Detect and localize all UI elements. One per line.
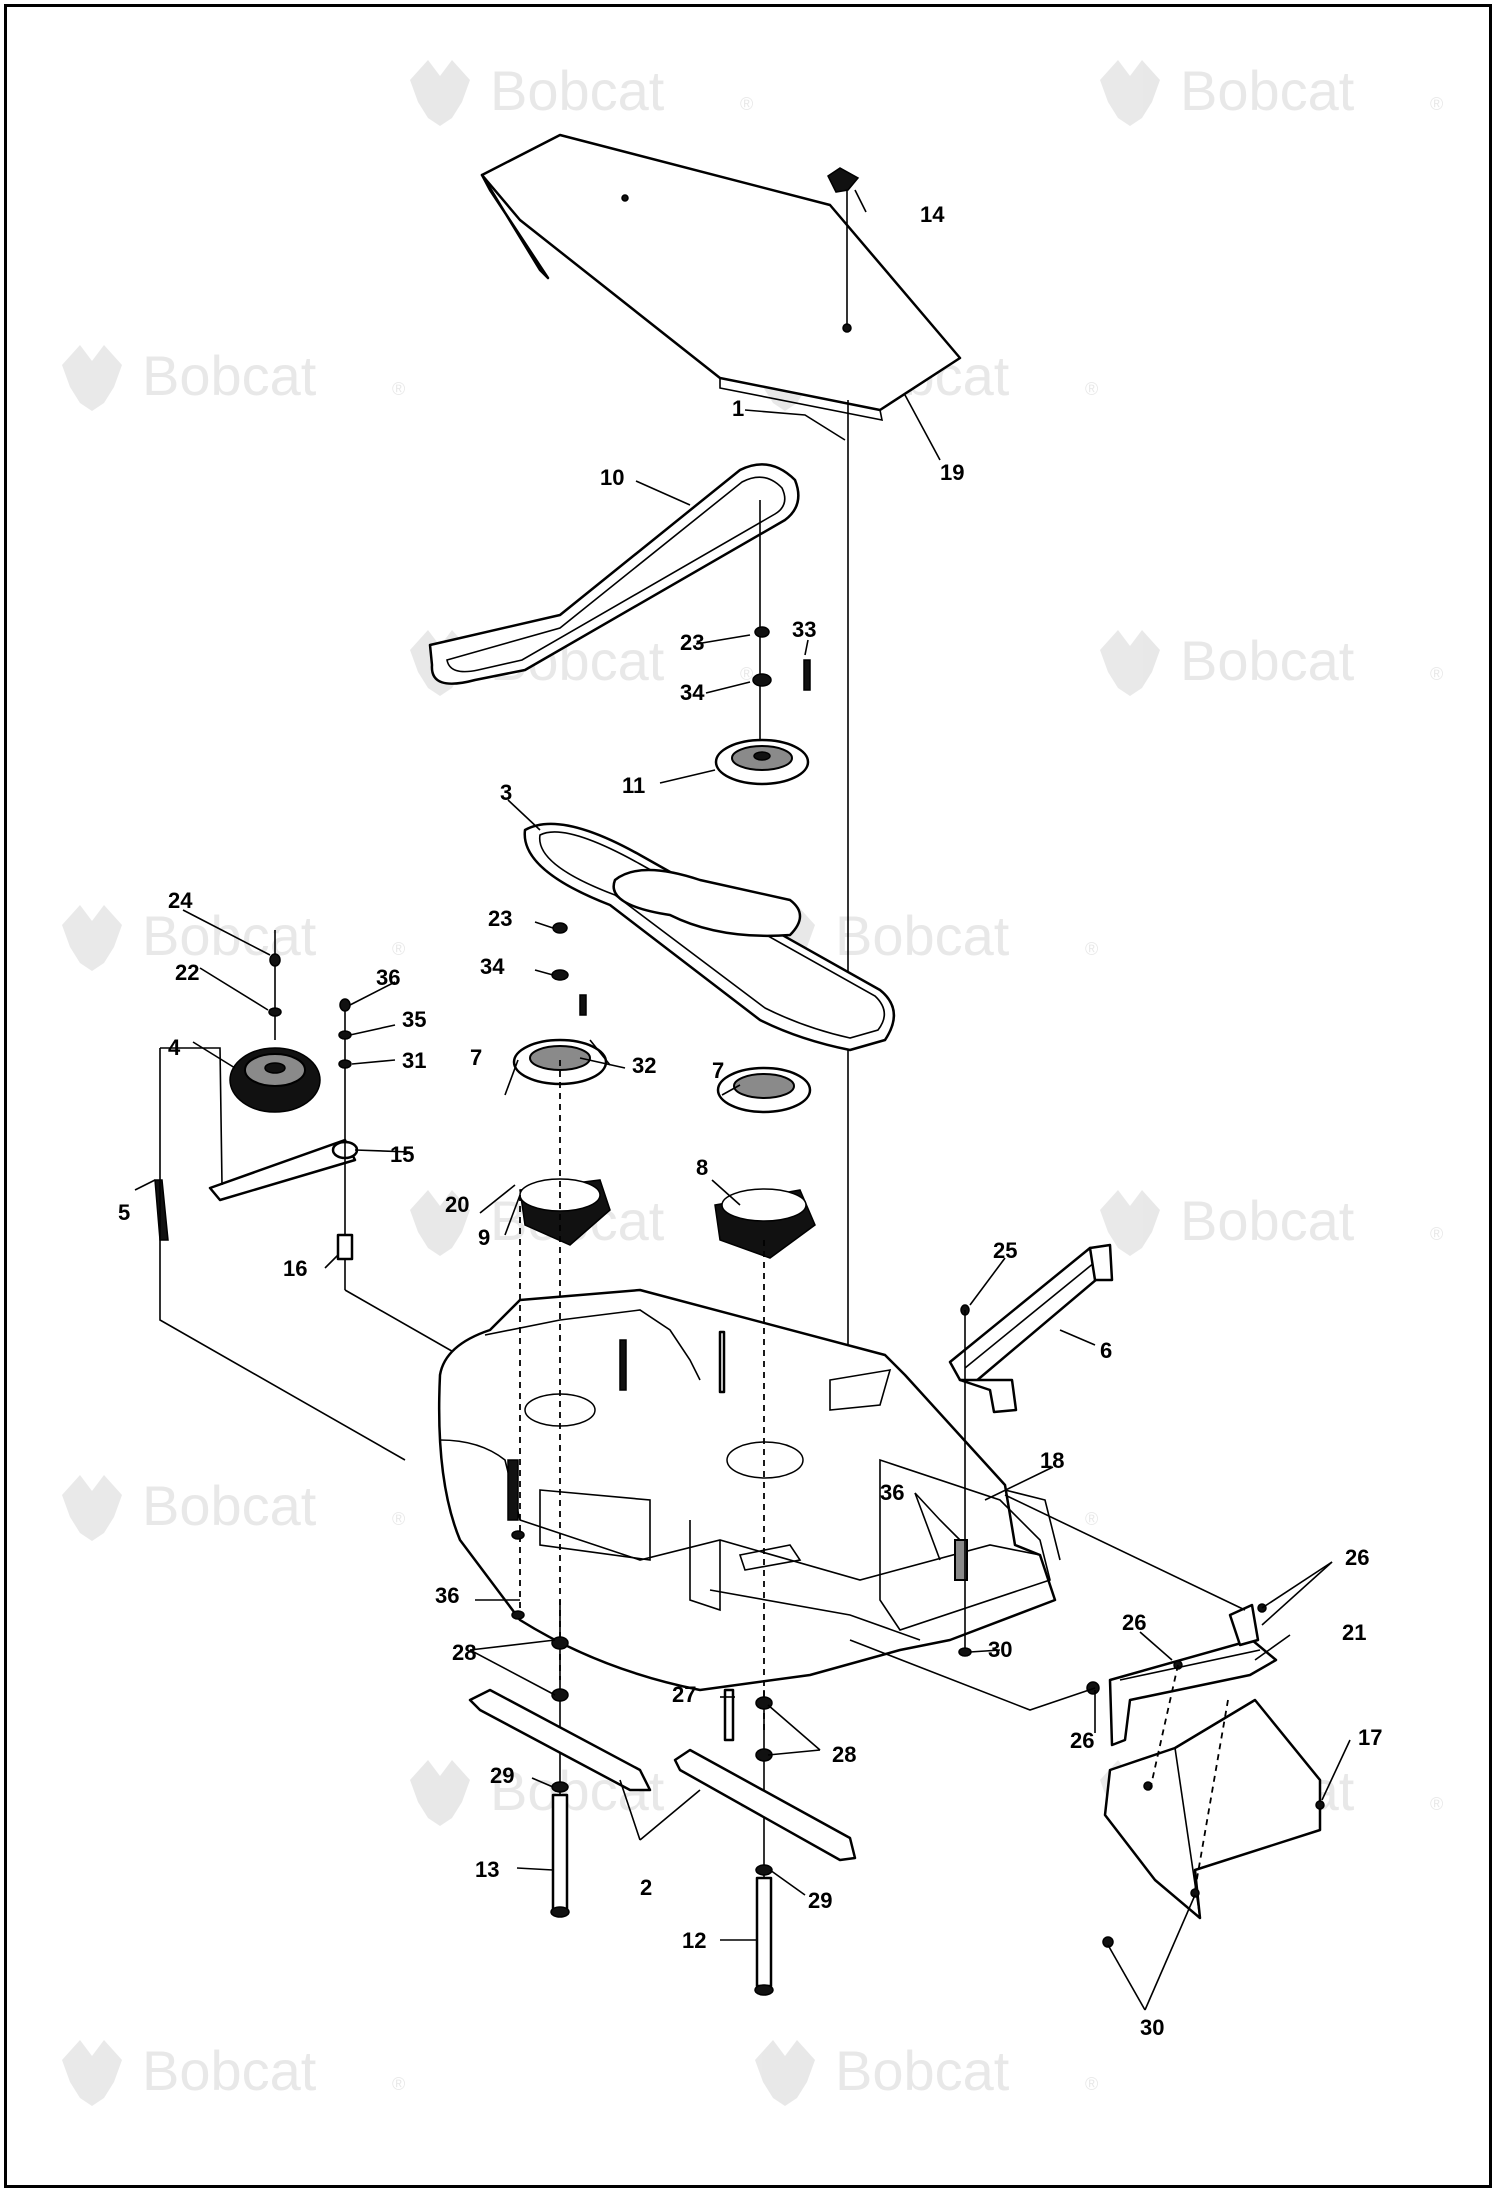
- callout-15: 15: [390, 1142, 414, 1167]
- callout-9: 9: [478, 1225, 490, 1250]
- callout-10: 10: [600, 465, 624, 490]
- callout-34-upper: 34: [680, 680, 705, 705]
- callout-13: 13: [475, 1857, 499, 1882]
- upper-belt: [428, 463, 800, 685]
- callout-22: 22: [175, 960, 199, 985]
- callout-12: 12: [682, 1928, 706, 1953]
- leader-lines: [134, 189, 1351, 2011]
- callout-16: 16: [283, 1256, 307, 1281]
- idler-arm: [154, 998, 359, 1290]
- left-spindle-stack: [512, 922, 611, 1246]
- callout-28-left: 28: [452, 1640, 476, 1665]
- callout-28-right: 28: [832, 1742, 856, 1767]
- callout-21: 21: [1342, 1620, 1366, 1645]
- callout-26-left: 26: [1070, 1728, 1094, 1753]
- callout-14: 14: [920, 202, 945, 227]
- callout-35: 35: [402, 1007, 426, 1032]
- callout-29-right: 29: [808, 1888, 832, 1913]
- callout-27: 27: [672, 1682, 696, 1707]
- callout-7-right: 7: [712, 1058, 724, 1083]
- callout-25: 25: [993, 1238, 1017, 1263]
- callout-36-left: 36: [435, 1583, 459, 1608]
- callout-33: 33: [792, 617, 816, 642]
- callout-30-chute: 30: [1140, 2015, 1164, 2040]
- callout-19: 19: [940, 460, 964, 485]
- callout-18: 18: [1040, 1448, 1064, 1473]
- callout-23-upper: 23: [680, 630, 704, 655]
- callout-36-deck: 36: [880, 1480, 904, 1505]
- discharge-chute: [1102, 1698, 1325, 1948]
- callout-20: 20: [445, 1192, 469, 1217]
- callout-23-lower: 23: [488, 906, 512, 931]
- callout-5: 5: [118, 1200, 130, 1225]
- callout-4: 4: [168, 1035, 181, 1060]
- callout-30-deck: 30: [988, 1637, 1012, 1662]
- callout-24: 24: [168, 888, 193, 913]
- belt-cover: [480, 133, 962, 422]
- callout-8: 8: [696, 1155, 708, 1180]
- right-blade-assembly: [673, 1690, 857, 1996]
- callout-17: 17: [1358, 1725, 1382, 1750]
- center-spindle-stack: [714, 500, 811, 786]
- spring-leader: [160, 1047, 223, 1186]
- cover-knob: [827, 167, 860, 333]
- chute-bracket: [1086, 1603, 1278, 1747]
- mower-deck: [437, 1288, 1061, 1742]
- callout-26-mid: 26: [1122, 1610, 1146, 1635]
- callout-labels: 1 2 3 4 5 6 7 7 8 9 10 11 12 13 14 15 16…: [118, 202, 1382, 2040]
- left-blade-assembly: [468, 1600, 652, 1918]
- callout-2: 2: [640, 1875, 652, 1900]
- callout-1: 1: [732, 396, 744, 421]
- callout-36-top: 36: [376, 965, 400, 990]
- right-spindle-stack: [714, 1066, 816, 1259]
- callout-7-left: 7: [470, 1045, 482, 1070]
- callout-3: 3: [500, 780, 512, 805]
- callout-32: 32: [632, 1053, 656, 1078]
- callout-29-left: 29: [490, 1763, 514, 1788]
- callout-31: 31: [402, 1048, 426, 1073]
- callout-34-lower: 34: [480, 954, 505, 979]
- callout-11: 11: [622, 773, 645, 798]
- callout-6: 6: [1100, 1338, 1112, 1363]
- callout-26-top: 26: [1345, 1545, 1369, 1570]
- diagram-border: [4, 4, 1492, 2188]
- deck-bracket: [948, 1243, 1114, 1657]
- idler-pulley: [229, 930, 321, 1113]
